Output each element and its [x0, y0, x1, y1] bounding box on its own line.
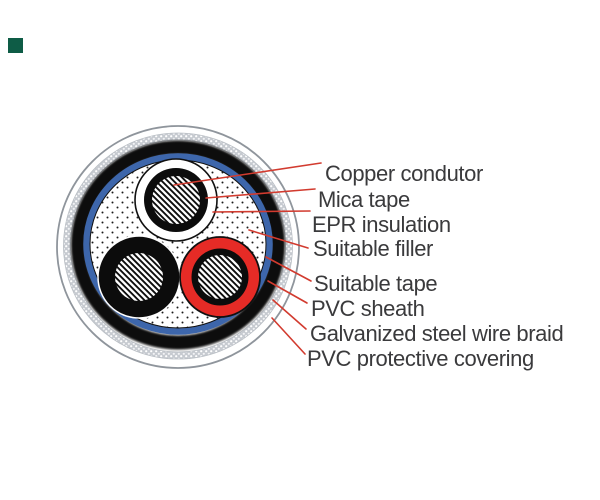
core-top — [134, 158, 218, 242]
label-suitable-tape: Suitable tape — [314, 271, 438, 296]
leader-copper-conductor — [173, 162, 322, 186]
pvc-sheath-ring — [71, 140, 285, 350]
leader-mica-tape — [205, 188, 316, 199]
label-suitable-filler: Suitable filler — [313, 236, 433, 261]
suitable-tape-ring — [83, 153, 273, 335]
leader-suitable-filler — [248, 229, 309, 249]
label-mica-tape: Mica tape — [318, 187, 410, 212]
braid-inner-edge — [70, 139, 286, 353]
leader-suitable-tape — [265, 256, 312, 282]
leader-pvc-protective-covering — [271, 317, 306, 355]
label-pvc-sheath: PVC sheath — [311, 296, 425, 321]
leader-steel-wire-braid — [272, 299, 307, 330]
green-marker-square — [8, 38, 23, 53]
label-pvc-protective-covering: PVC protective covering — [307, 346, 534, 371]
label-steel-wire-braid: Galvanized steel wire braid — [310, 321, 564, 346]
leader-epr-insulation — [212, 210, 311, 213]
core-right — [179, 236, 261, 318]
leader-lines — [173, 162, 322, 355]
label-copper-conductor: Copper condutor — [325, 161, 483, 186]
label-epr-insulation: EPR insulation — [312, 212, 451, 237]
braid-outer-edge — [63, 132, 293, 360]
steel-wire-braid-ring — [63, 133, 293, 359]
leader-pvc-sheath — [267, 280, 308, 304]
core-left — [97, 235, 181, 319]
